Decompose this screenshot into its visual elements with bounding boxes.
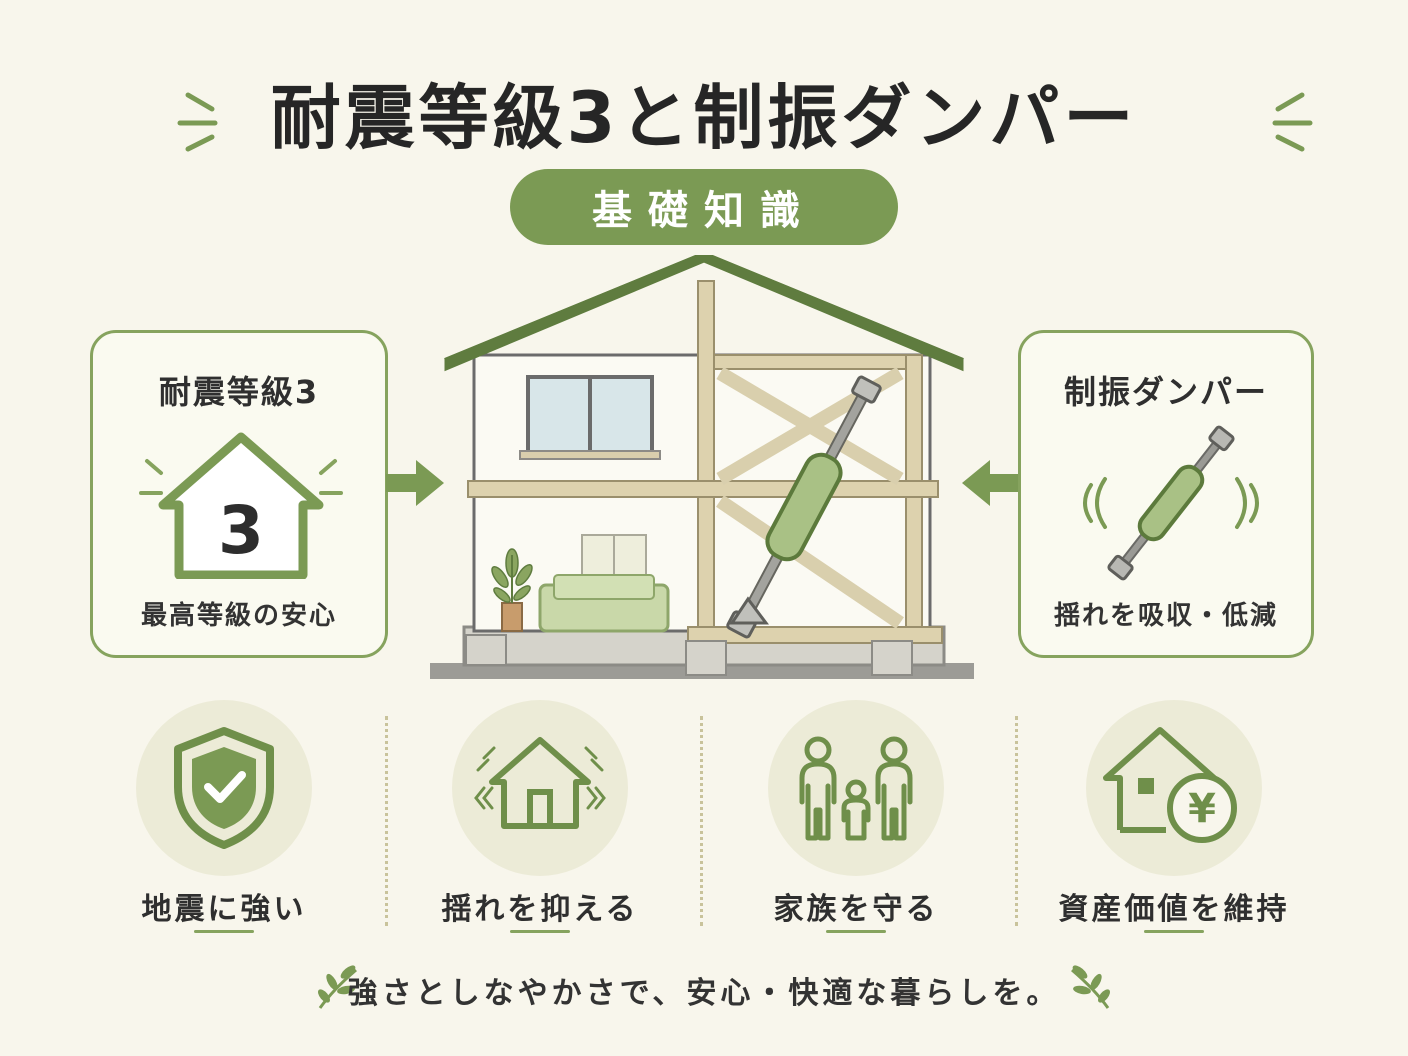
leaf-left-icon	[318, 965, 357, 1009]
leaf-right-icon	[1071, 965, 1110, 1009]
damper-subtitle: 揺れを吸収・低減	[1053, 601, 1278, 631]
feature-label: 資産価値を維持	[1058, 892, 1290, 927]
arrow-right-icon	[386, 460, 444, 506]
feature-label: 揺れを抑える	[441, 892, 639, 927]
yen-symbol: ¥	[1188, 786, 1216, 832]
house-grade-icon: 3	[139, 432, 343, 579]
feature-circle-family	[768, 700, 944, 876]
tagline: 強さとしなやかさで、安心・快適な暮らしを。	[347, 976, 1061, 1011]
feature-divider	[1015, 716, 1018, 926]
damper-title: 制振ダンパー	[1063, 373, 1268, 411]
feature-underline	[510, 930, 570, 933]
house-structure-illustration	[430, 255, 974, 679]
house-yen-icon: ¥	[1103, 727, 1237, 843]
grade-number: 3	[218, 492, 264, 569]
page-title: 耐震等級3と制振ダンパー	[270, 77, 1138, 159]
feature-underline	[1144, 930, 1204, 933]
feature-label: 地震に強い	[141, 892, 307, 927]
feature-label: 家族を守る	[773, 892, 939, 927]
feature-divider	[700, 716, 703, 926]
feature-divider	[385, 716, 388, 926]
shield-check-icon	[174, 727, 274, 849]
seismic-grade-subtitle: 最高等級の安心	[140, 601, 337, 631]
family-icon	[799, 736, 913, 841]
feature-underline	[194, 930, 254, 933]
title-sparkle-left-icon	[177, 92, 218, 152]
seismic-grade-card: 耐震等級3 3 最高等級の安心	[90, 330, 388, 658]
arrow-left-icon	[962, 460, 1020, 506]
basics-badge: 基礎知識	[510, 169, 898, 245]
feature-underline	[826, 930, 886, 933]
house-shake-icon	[474, 737, 606, 829]
title-sparkle-right-icon	[1272, 92, 1313, 152]
seismic-grade-title: 耐震等級3	[158, 373, 320, 411]
feature-circle-house	[452, 700, 628, 876]
damper-card: 制振ダンパー 揺れを吸収・低減	[1018, 330, 1314, 658]
damper-icon	[1083, 425, 1259, 581]
